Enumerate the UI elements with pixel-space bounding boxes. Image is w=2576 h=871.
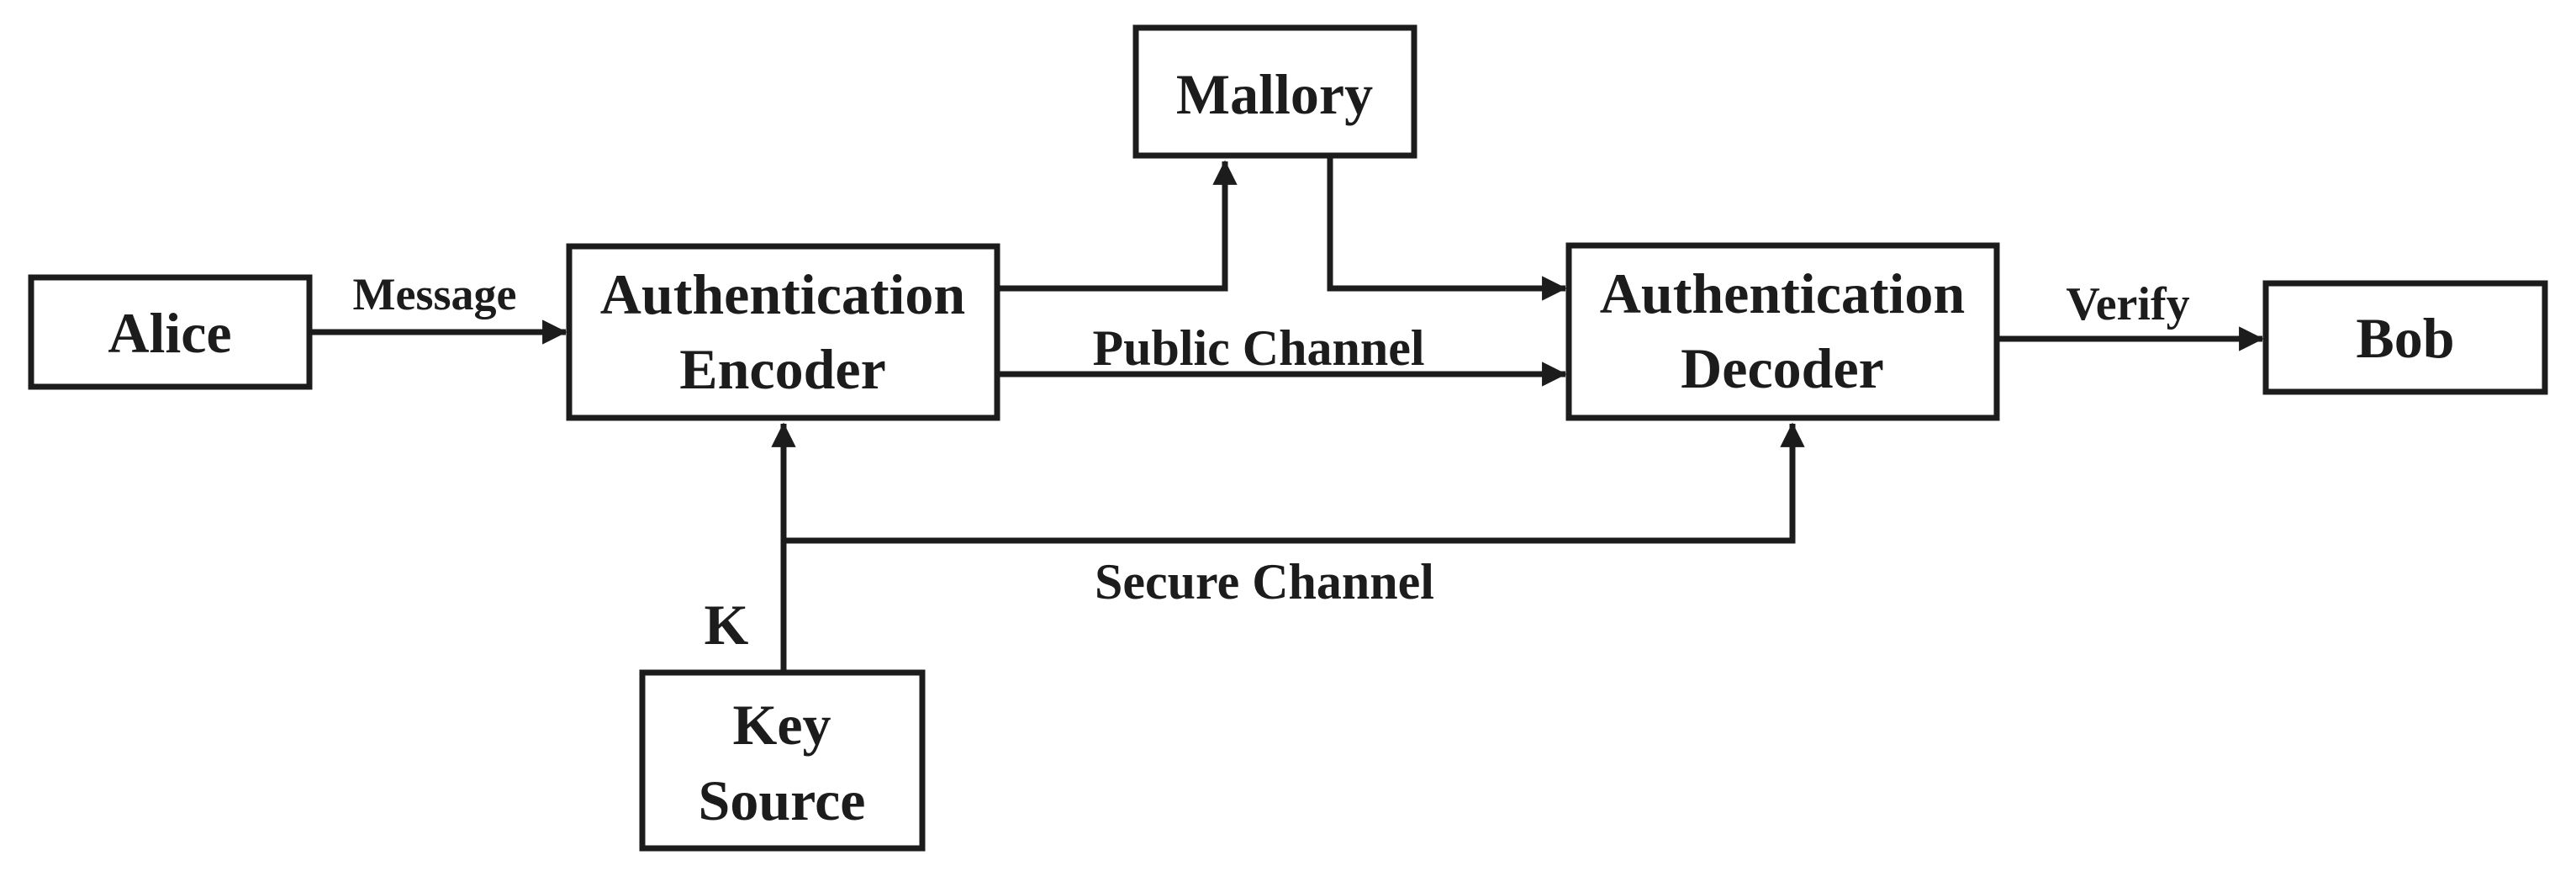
edge-key: K bbox=[705, 422, 796, 673]
key-source-box bbox=[639, 669, 926, 852]
alice-node: Alice bbox=[28, 274, 313, 390]
message-label: Message bbox=[353, 269, 517, 319]
mallory-node: Mallory bbox=[1132, 24, 1417, 159]
key-source-label-line2: Source bbox=[699, 768, 866, 832]
edge-secure-channel: Secure Channel bbox=[784, 422, 1805, 610]
key-label: K bbox=[705, 593, 749, 657]
bob-node: Bob bbox=[2262, 280, 2548, 395]
mallory-label: Mallory bbox=[1176, 62, 1373, 126]
authentication-encoder-label-line2: Encoder bbox=[679, 337, 886, 401]
verify-label: Verify bbox=[2066, 278, 2189, 330]
secure-channel-arrow bbox=[784, 422, 1805, 544]
edge-message: Message bbox=[309, 269, 567, 345]
alice-label: Alice bbox=[108, 301, 231, 365]
bob-box bbox=[2262, 280, 2548, 395]
bob-label: Bob bbox=[2356, 306, 2454, 370]
mallory-to-decoder-arrow bbox=[1327, 156, 1567, 301]
authentication-encoder-box bbox=[566, 243, 1000, 421]
encoder-to-mallory-arrow bbox=[997, 160, 1238, 292]
authentication-decoder-node: Authentication Decoder bbox=[1565, 242, 2000, 421]
authentication-decoder-box bbox=[1565, 242, 2000, 421]
authentication-decoder-label-line1: Authentication bbox=[1600, 261, 1965, 325]
key-source-label-line1: Key bbox=[732, 693, 831, 757]
edge-encoder-to-mallory bbox=[997, 160, 1238, 292]
mallory-box bbox=[1132, 24, 1417, 159]
edge-public-channel: Public Channel bbox=[997, 320, 1567, 387]
secure-channel-label: Secure Channel bbox=[1095, 554, 1434, 610]
authentication-encoder-label-line1: Authentication bbox=[600, 262, 965, 326]
edge-verify: Verify bbox=[1997, 278, 2264, 351]
public-channel-label: Public Channel bbox=[1092, 320, 1424, 376]
key-source-node: Key Source bbox=[639, 669, 926, 852]
alice-box bbox=[28, 274, 313, 390]
authentication-decoder-label-line2: Decoder bbox=[1681, 336, 1884, 400]
edge-mallory-to-decoder bbox=[1327, 156, 1567, 301]
authentication-encoder-node: Authentication Encoder bbox=[566, 243, 1000, 421]
